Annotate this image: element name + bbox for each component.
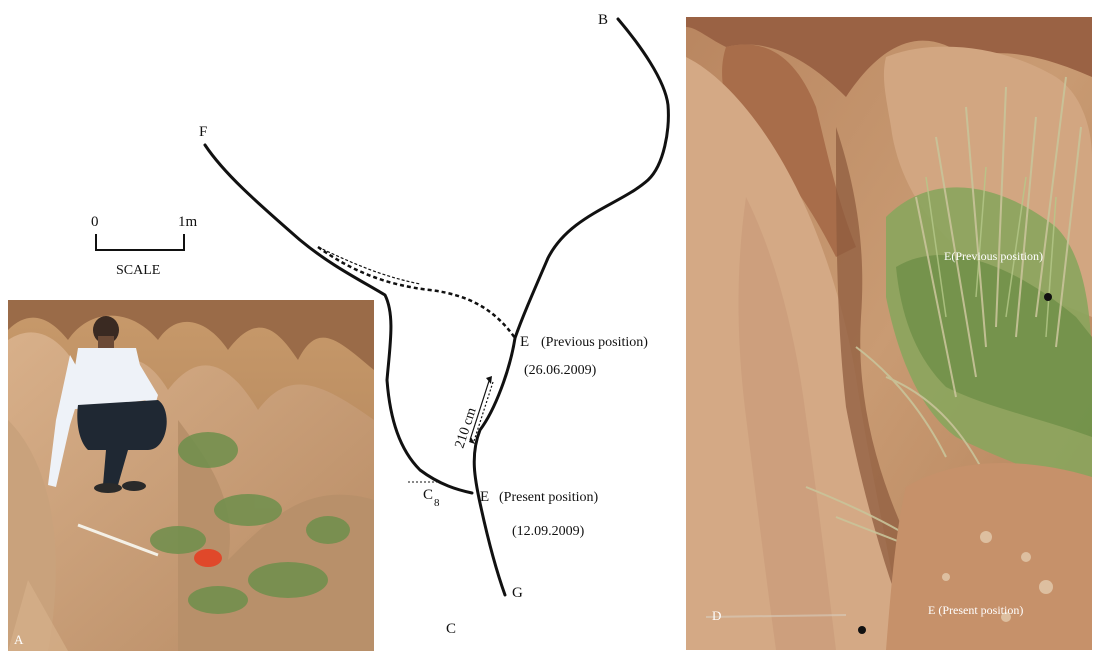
panel-c-label: C: [446, 621, 456, 637]
point-g-label: G: [512, 585, 523, 601]
present-date-label: (12.09.2009): [512, 524, 585, 539]
photo-a: A: [8, 300, 374, 651]
photo-d-overlay: E(Previous position) E (Present position…: [686, 17, 1092, 650]
point-f-label: F: [199, 124, 207, 140]
photo-d-present-label: E (Present position): [928, 603, 1023, 617]
scale-end-label: 1m: [178, 214, 198, 230]
previous-position-label: (Previous position): [541, 335, 648, 350]
photo-d-previous-label: E(Previous position): [944, 249, 1043, 263]
panel-d-label: D: [712, 608, 721, 623]
photo-a-overlay: A: [8, 300, 374, 651]
scale-caption: SCALE: [116, 263, 160, 278]
point-c-label: C: [423, 487, 433, 503]
distance-label: 210 cm: [453, 406, 480, 450]
panel-a-label: A: [14, 632, 24, 647]
previous-date-label: (26.06.2009): [524, 363, 597, 378]
point-b-label: B: [598, 12, 608, 28]
distance-arrow: [469, 376, 493, 444]
scale-bar: 0 1m SCALE: [91, 214, 198, 278]
point-c-subscript: 8: [434, 497, 440, 509]
present-position-label: (Present position): [499, 490, 598, 505]
gully-branch-b: [474, 19, 668, 595]
scale-start-label: 0: [91, 214, 99, 230]
point-e-previous-label: E: [520, 334, 529, 350]
point-e-present-label: E: [480, 489, 489, 505]
photo-d: E(Previous position) E (Present position…: [686, 17, 1092, 650]
